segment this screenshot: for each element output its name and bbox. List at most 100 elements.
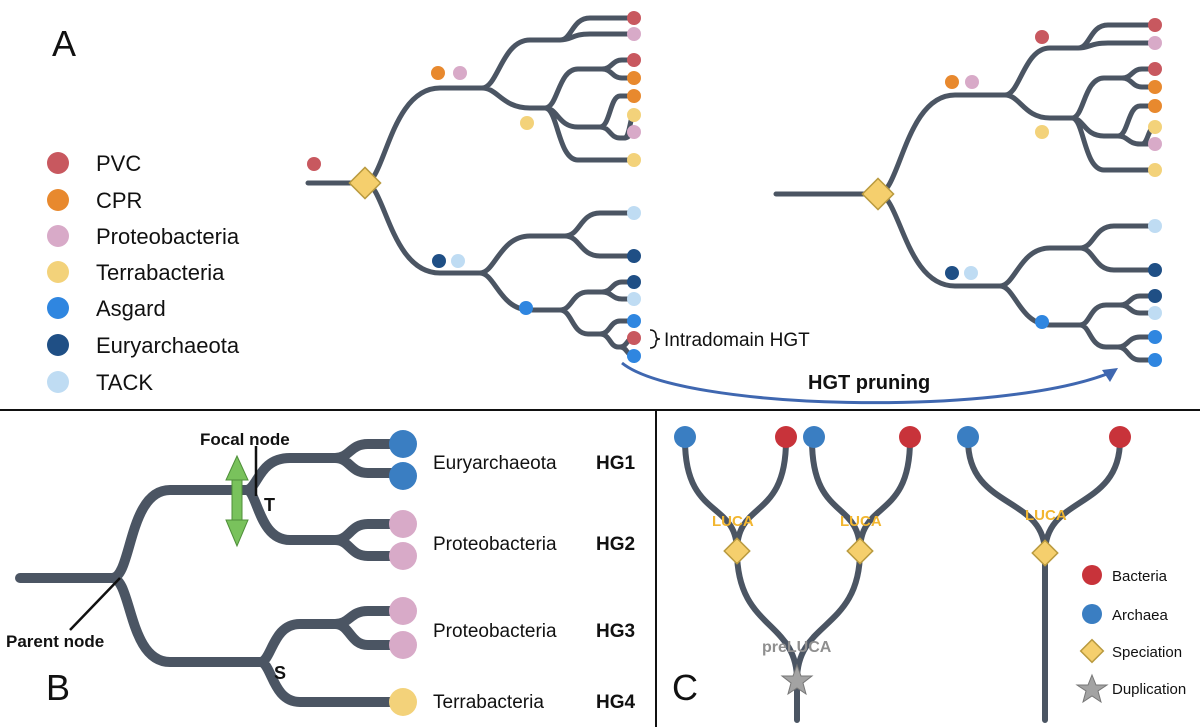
leaf-asgard (1148, 353, 1162, 367)
panel-b-letter: B (46, 667, 70, 708)
node-dot-cpr (431, 66, 445, 80)
speciation-diamond (846, 537, 874, 565)
row-taxon-1: Euryarchaeota (433, 453, 557, 474)
tree-c-speciation-branches (965, 437, 1123, 723)
legend-dot-asgard (47, 297, 69, 319)
leaf-terrabacteria (1148, 163, 1162, 177)
leaf-pvc-hgt (627, 331, 641, 345)
preluca-label: preLUCA (762, 639, 832, 656)
focal-node-arrow-head-up (225, 454, 249, 481)
duplication-star (780, 663, 814, 696)
leaf-archaea (803, 426, 825, 448)
leaf-tack (627, 292, 641, 306)
speciation-diamond (1031, 539, 1059, 567)
node-dot-cpr (945, 75, 959, 89)
leaf-euryarchaeota (1148, 289, 1162, 303)
legend-label-terrabacteria: Terrabacteria (96, 260, 225, 285)
node-dot-pvc (1035, 30, 1049, 44)
tree-c-duplication-branches (682, 437, 913, 723)
node-dot-terrabacteria (520, 116, 534, 130)
row-hg-3: HG3 (596, 621, 635, 642)
legend-label-duplication: Duplication (1112, 681, 1186, 698)
leaf-terrabacteria (627, 153, 641, 167)
row-hg-1: HG1 (596, 453, 636, 474)
row-taxon-3: Proteobacteria (433, 621, 557, 642)
legend-label-proteobacteria: Proteobacteria (96, 224, 240, 249)
leaf-terrabacteria (1148, 120, 1162, 134)
leaf-cpr (1148, 99, 1162, 113)
intradomain-label: Intradomain HGT (664, 330, 810, 351)
tree-c-speciation: LUCA (957, 426, 1131, 723)
node-dot-asgard (1035, 315, 1049, 329)
speciation-diamond (348, 166, 382, 200)
leaf-bacteria (899, 426, 921, 448)
legend-dot-terrabacteria (47, 261, 69, 283)
leaf-proteobacteria (389, 597, 417, 625)
panel-c-letter: C (672, 667, 698, 708)
row-hg-2: HG2 (596, 534, 635, 555)
tree-b: Focal node Parent node T S Euryarchaeota… (6, 430, 636, 716)
legend-a: PVC CPR Proteobacteria Terrabacteria Asg… (47, 151, 240, 395)
node-dot-proteobacteria (965, 75, 979, 89)
legend-dot-tack (47, 371, 69, 393)
legend-label-asgard: Asgard (96, 296, 166, 321)
legend-dot-euryarchaeota (47, 334, 69, 356)
tree-a-right-branches (773, 22, 1158, 363)
speciation-diamond (723, 537, 751, 565)
leaf-euryarchaeota (389, 462, 417, 490)
intradomain-bracket (649, 329, 661, 349)
legend-c: Bacteria Archaea Speciation Duplication (1075, 565, 1186, 704)
leaf-asgard (1148, 330, 1162, 344)
leaf-archaea (674, 426, 696, 448)
node-dot-asgard (519, 301, 533, 315)
leaf-tack (1148, 306, 1162, 320)
legend-speciation-diamond (1079, 638, 1105, 664)
legend-dot-bacteria (1082, 565, 1102, 585)
leaf-proteobacteria (1148, 137, 1162, 151)
luca-label: LUCA (712, 513, 754, 530)
parent-node-pointer (69, 577, 121, 631)
leaf-euryarchaeota (389, 430, 417, 458)
leaf-pvc (1148, 62, 1162, 76)
leaf-proteobacteria (627, 125, 641, 139)
node-dot-euryarchaeota (945, 266, 959, 280)
legend-dot-proteobacteria (47, 225, 69, 247)
tree-c-duplication: LUCA LUCA preLUCA (674, 426, 921, 723)
tree-a-left: Intradomain HGT (305, 11, 810, 363)
leaf-proteobacteria (389, 542, 417, 570)
legend-dot-pvc (47, 152, 69, 174)
label-t: T (264, 495, 275, 515)
legend-label-cpr: CPR (96, 188, 142, 213)
leaf-archaea (957, 426, 979, 448)
leaf-euryarchaeota (627, 249, 641, 263)
hgt-pruning-label: HGT pruning (808, 372, 930, 394)
focal-node-arrow-head-down (225, 519, 249, 548)
tree-a-right (773, 18, 1162, 367)
leaf-pvc (1148, 18, 1162, 32)
luca-label: LUCA (840, 513, 882, 530)
focal-node-label: Focal node (200, 430, 290, 449)
leaf-proteobacteria (389, 631, 417, 659)
leaf-euryarchaeota (1148, 263, 1162, 277)
panel-a-letter: A (52, 23, 76, 64)
leaf-terrabacteria (627, 108, 641, 122)
leaf-tack (627, 206, 641, 220)
legend-label-euryarchaeota: Euryarchaeota (96, 333, 240, 358)
node-dot-pvc (307, 157, 321, 171)
leaf-pvc (627, 11, 641, 25)
legend-label-pvc: PVC (96, 151, 141, 176)
row-taxon-4: Terrabacteria (433, 692, 544, 713)
node-dot-terrabacteria (1035, 125, 1049, 139)
focal-node-arrow-shaft (231, 475, 243, 525)
legend-label-tack: TACK (96, 370, 153, 395)
leaf-pvc (627, 53, 641, 67)
node-dot-euryarchaeota (432, 254, 446, 268)
leaf-euryarchaeota (627, 275, 641, 289)
leaf-proteobacteria (1148, 36, 1162, 50)
node-dot-proteobacteria (453, 66, 467, 80)
legend-dot-cpr (47, 189, 69, 211)
leaf-terrabacteria (389, 688, 417, 716)
legend-duplication-star (1075, 673, 1109, 704)
leaf-asgard (627, 314, 641, 328)
